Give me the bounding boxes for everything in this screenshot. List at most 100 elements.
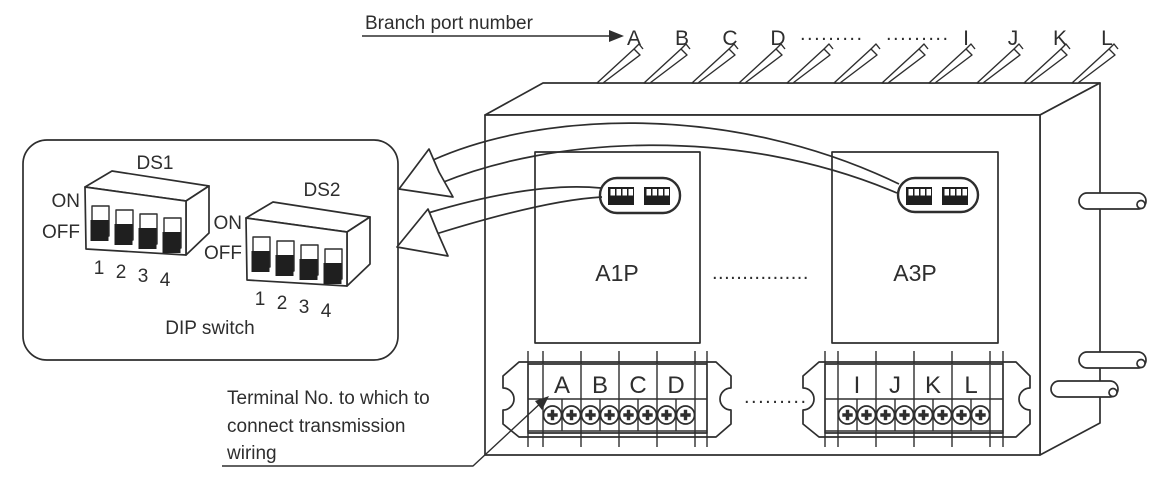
- terminal-ticks-top: [824, 351, 1004, 364]
- screw-icon: [893, 404, 916, 426]
- terminal-letter: A: [554, 372, 570, 399]
- arrow-shaft-line: [440, 144, 898, 194]
- note-leader-line: [222, 399, 545, 467]
- terminal-letter: C: [629, 372, 646, 399]
- terminal-note: Terminal No. to which to connect transmi…: [222, 388, 549, 467]
- callout-arrow-from-a1p: [396, 186, 603, 257]
- pipe-icon: [1078, 192, 1147, 210]
- screw-icon: [560, 404, 583, 426]
- ds2-off-label: OFF: [204, 243, 242, 264]
- screw-icon: [912, 404, 935, 426]
- arrow-head-icon: [398, 148, 454, 198]
- screw-icon: [855, 404, 878, 426]
- wire-stub-icon: [881, 43, 929, 84]
- terminal-block-right: I J K L: [802, 351, 1031, 447]
- dip-rocker-off: [114, 224, 133, 245]
- terminal-note-line1: Terminal No. to which to: [227, 388, 430, 409]
- dip-rocker-off: [323, 263, 342, 284]
- dip-switch-icon: [644, 187, 670, 205]
- port-letter: A: [627, 27, 641, 50]
- wire-stub-icon: [786, 43, 834, 84]
- port-letter: I: [963, 27, 969, 50]
- ds2-position-number: 2: [277, 293, 288, 314]
- terminals-ellipsis: .........: [744, 386, 808, 408]
- pipe-icon: [1078, 351, 1147, 369]
- dip-rocker-off: [275, 255, 294, 276]
- arrow-head-icon: [396, 208, 449, 257]
- dip-switch-icon: [608, 187, 634, 205]
- terminal-note-line2: connect transmission: [227, 416, 405, 437]
- board-a3p: A3P: [831, 151, 999, 344]
- dip-switch-icon: [942, 187, 968, 205]
- screw-icon: [636, 404, 659, 426]
- port-letter: D: [770, 27, 785, 50]
- dip-switch-icon: [906, 187, 932, 205]
- screw-icon: [931, 404, 954, 426]
- arrow-shaft-line: [432, 122, 900, 185]
- dip-rocker-off: [299, 259, 318, 280]
- dip-panel-title: DIP switch: [165, 318, 254, 339]
- board-a1p: A1P: [534, 151, 701, 344]
- note-arrow-head-icon: [535, 396, 549, 410]
- boards-ellipsis: ................: [712, 262, 809, 284]
- ds1-off-label: OFF: [42, 222, 80, 243]
- port-ellipsis: .........: [886, 23, 950, 45]
- branch-port-label: Branch port number: [365, 13, 534, 34]
- pipe-icon: [1050, 380, 1119, 398]
- unit-top-face: [484, 82, 1101, 116]
- dip-switch-ds1: DS1 ON OFF 1 2 3 4: [42, 153, 210, 291]
- dip-rocker-off: [162, 232, 181, 253]
- screw-icon: [598, 404, 621, 426]
- screw-icon: [541, 404, 564, 426]
- ds2-switches: [251, 236, 343, 284]
- terminal-ticks-bottom: [824, 433, 1004, 447]
- terminal-letter: J: [889, 372, 901, 399]
- terminal-letter: K: [925, 372, 941, 399]
- screw-icon: [950, 404, 973, 426]
- wire-stub-icon: [833, 43, 881, 84]
- terminal-letter: D: [667, 372, 684, 399]
- ds1-front-face: [84, 186, 187, 256]
- dip-rocker-off: [90, 220, 109, 241]
- ds2-position-number: 1: [255, 289, 266, 310]
- terminal-block-left: A B C D: [502, 351, 732, 447]
- screw-icon: [874, 404, 897, 426]
- screw-icon: [836, 404, 859, 426]
- unit-right-face: [1039, 82, 1101, 456]
- screw-band-frame: [528, 398, 707, 432]
- dip-detail-panel: DS1 ON OFF 1 2 3 4 DS2: [22, 139, 399, 361]
- branch-port-callout: Branch port number: [362, 13, 624, 42]
- port-ellipsis: .........: [800, 23, 864, 45]
- screw-icon: [655, 404, 678, 426]
- port-letter: C: [722, 27, 737, 50]
- ds1-position-number: 4: [160, 270, 171, 291]
- ds1-on-label: ON: [52, 191, 81, 212]
- screw-band-frame: [825, 398, 1003, 432]
- terminal-ticks-top: [527, 351, 708, 364]
- arrow-shaft-line: [435, 196, 603, 235]
- terminal-letter: B: [592, 372, 608, 399]
- screw-icon: [969, 404, 992, 426]
- terminal-note-line3: wiring: [226, 443, 277, 464]
- dip-rocker-off: [138, 228, 157, 249]
- board-label: A3P: [893, 260, 936, 286]
- dip-rocker-off: [251, 251, 270, 272]
- screw-icon: [579, 404, 602, 426]
- ds2-on-label: ON: [214, 213, 243, 234]
- arrow-shaft-line: [427, 186, 602, 214]
- ds2-label: DS2: [304, 180, 341, 201]
- board-label: A1P: [595, 260, 638, 286]
- port-letter: J: [1008, 27, 1019, 50]
- ds2-position-number: 3: [299, 297, 310, 318]
- port-letter: K: [1053, 27, 1067, 50]
- callout-arrow-from-a3p: [398, 122, 900, 198]
- ds1-switches: [90, 205, 182, 253]
- ds2-front-face: [245, 217, 348, 287]
- ds2-position-number: 4: [321, 301, 332, 322]
- dip-switch-ds2: DS2 ON OFF 1 2 3 4: [204, 180, 371, 322]
- terminal-letter: I: [854, 372, 861, 399]
- port-letter: L: [1101, 27, 1113, 50]
- ds1-label: DS1: [137, 153, 174, 174]
